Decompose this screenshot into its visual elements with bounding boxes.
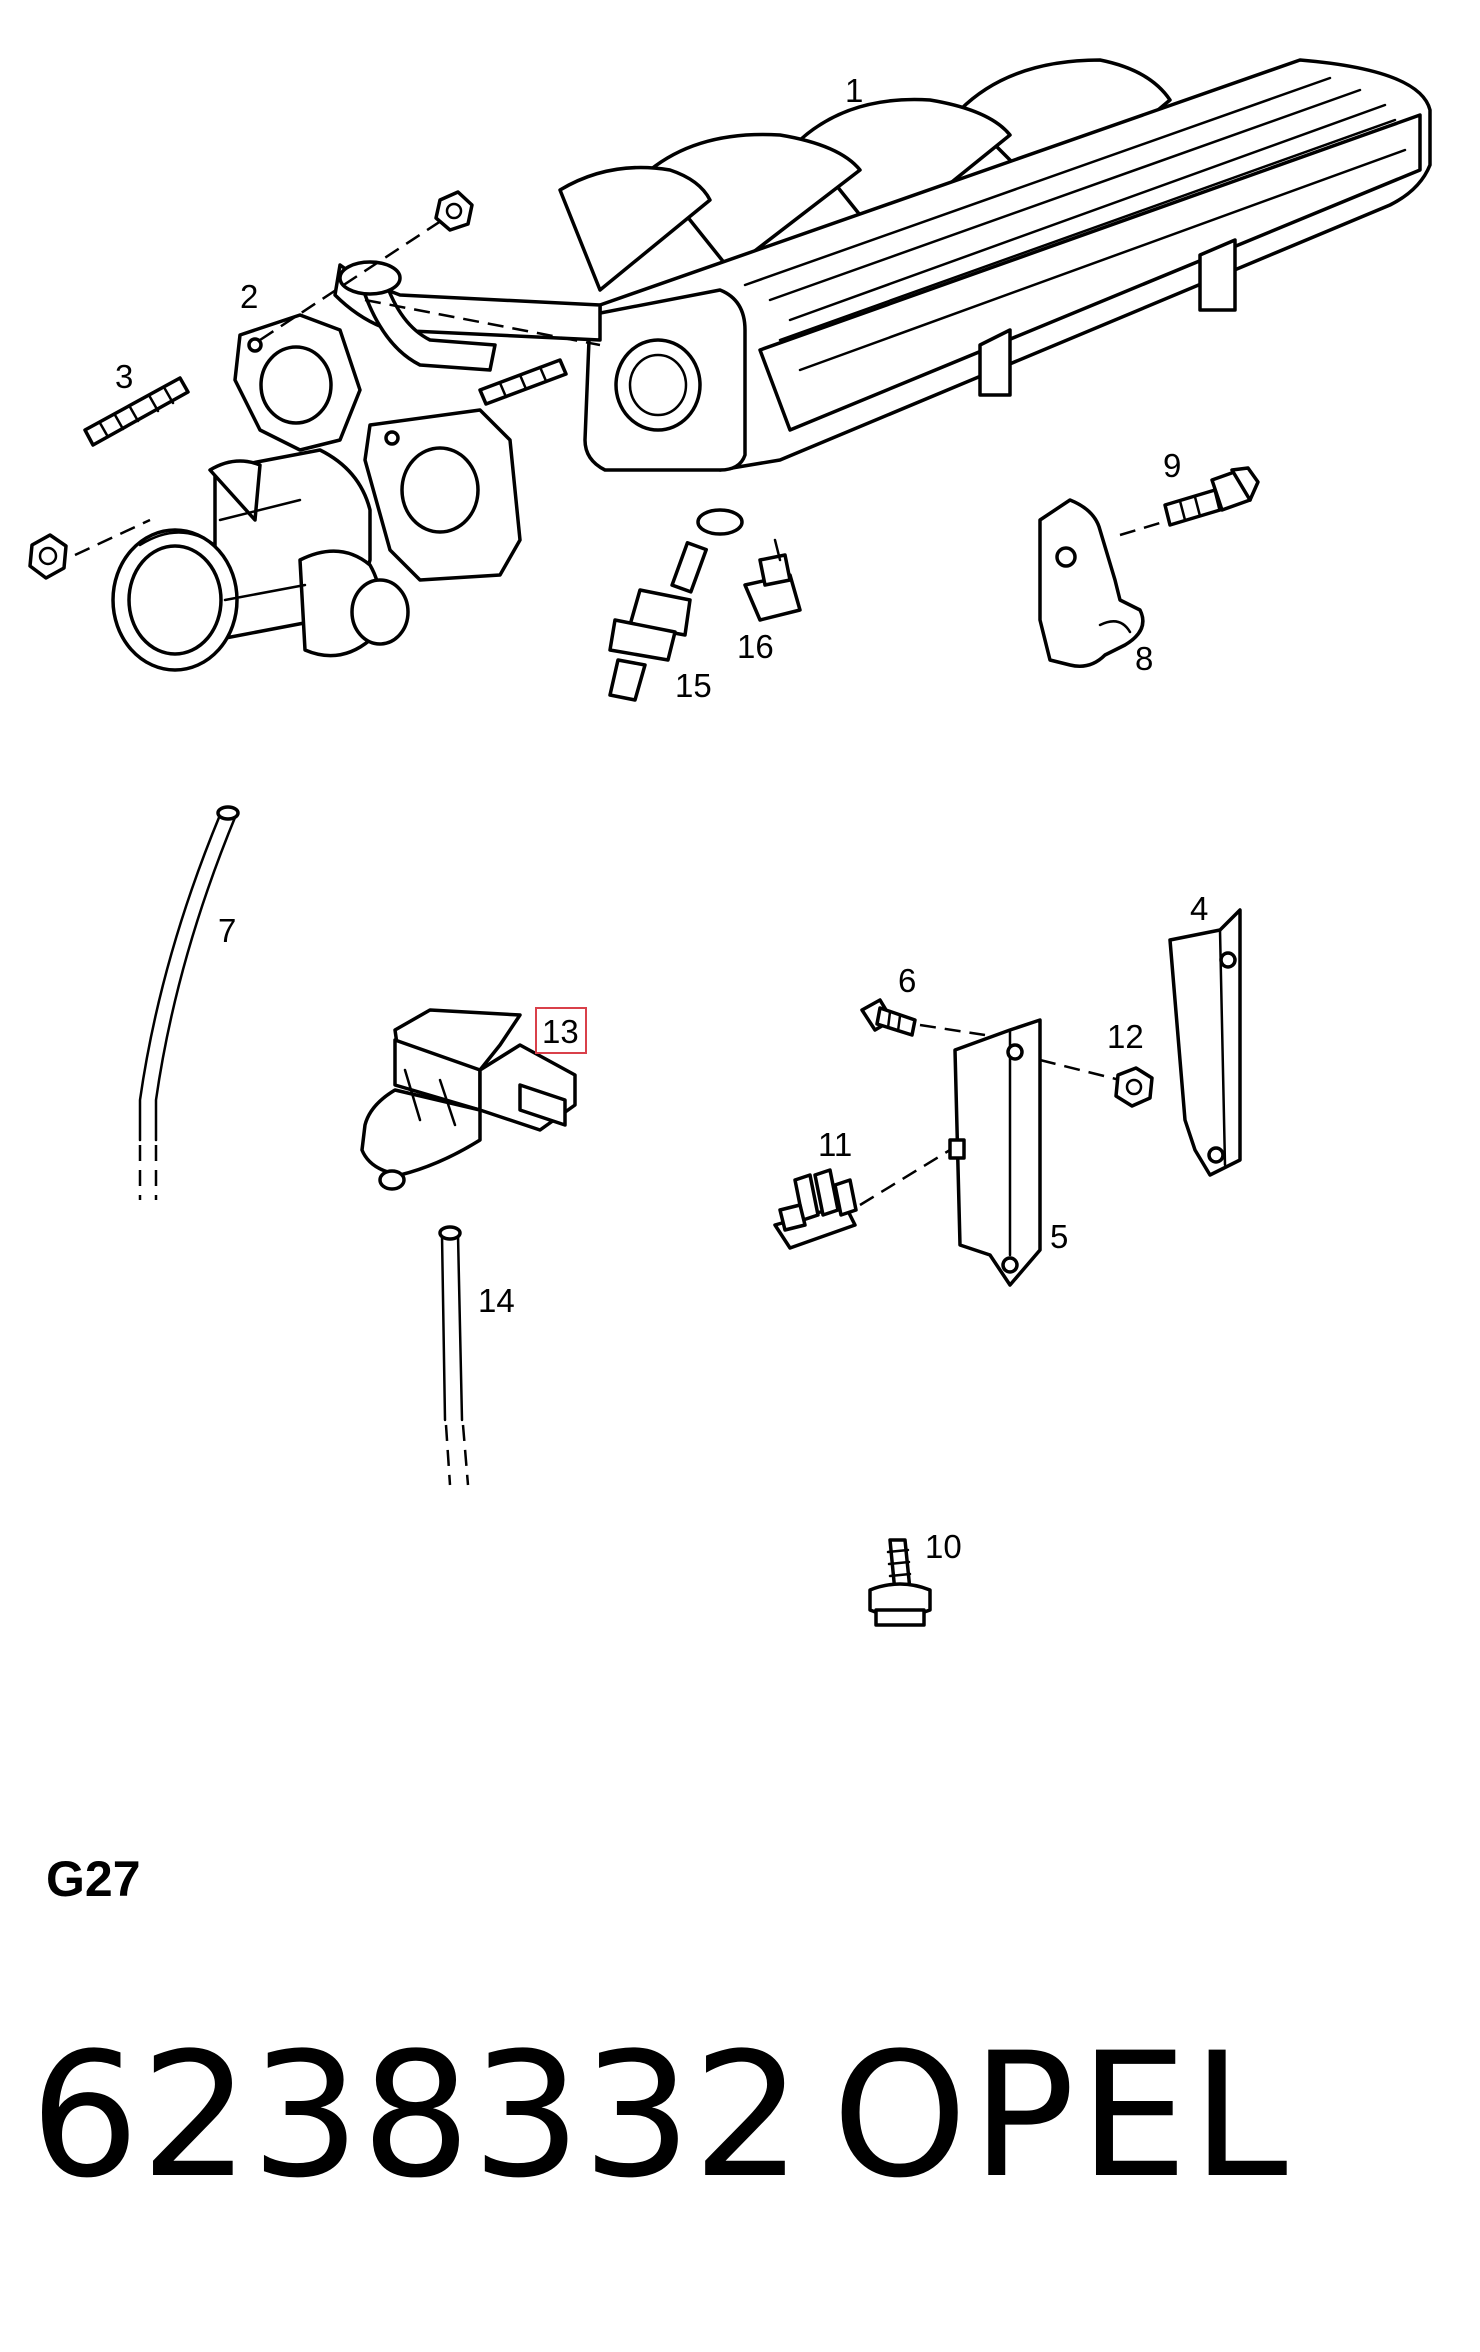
part-6-bolt — [860, 998, 917, 1037]
highlight-box-part-13 — [535, 1007, 587, 1054]
label-part-14: 14 — [478, 1282, 515, 1319]
part-number: 6238332 — [30, 2015, 804, 2216]
part-4-bracket — [1168, 908, 1242, 1177]
label-part-16: 16 — [737, 628, 774, 665]
flange-gasket — [363, 408, 522, 582]
label-part-12: 12 — [1107, 1018, 1144, 1055]
nut-left — [28, 533, 68, 580]
part-8-bracket — [1038, 498, 1145, 668]
label-part-13: 13 — [542, 1013, 579, 1050]
part-3-stud-upper — [478, 358, 568, 406]
label-part-11: 11 — [818, 1126, 852, 1163]
label-part-1: 1 — [845, 72, 863, 109]
part-9-bolt — [1163, 466, 1260, 527]
part-3-stud — [83, 376, 190, 447]
exploded-parts-diagram: 1 2 3 4 5 6 7 8 9 10 11 12 13 14 15 16 — [28, 58, 1432, 1627]
part-12-nut — [1114, 1066, 1154, 1108]
label-part-5: 5 — [1050, 1218, 1068, 1255]
part-11-connector — [773, 1168, 858, 1250]
label-part-3: 3 — [115, 358, 133, 395]
label-part-9: 9 — [1163, 447, 1181, 484]
part-10-bolt — [868, 1538, 932, 1627]
label-part-10: 10 — [925, 1528, 962, 1565]
part-16-plug — [743, 538, 802, 622]
part-13-map-sensor — [360, 1008, 577, 1191]
label-part-7: 7 — [218, 912, 236, 949]
thermostat-housing — [111, 448, 410, 672]
part-1-intake-manifold — [333, 58, 1432, 472]
group-code: G27 — [46, 1851, 141, 1907]
label-part-6: 6 — [898, 962, 916, 999]
label-part-15: 15 — [675, 667, 712, 704]
part-2-gasket — [233, 313, 362, 452]
part-7-hose — [138, 805, 240, 1200]
label-part-4: 4 — [1190, 890, 1208, 927]
part-15-temperature-sensor — [608, 508, 744, 702]
part-5-bracket — [948, 1018, 1042, 1287]
nut-upper — [434, 190, 474, 232]
label-part-8: 8 — [1135, 640, 1153, 677]
part-14-hose — [438, 1225, 470, 1486]
brand-name: OPEL — [832, 2015, 1292, 2216]
label-part-2: 2 — [240, 278, 258, 315]
